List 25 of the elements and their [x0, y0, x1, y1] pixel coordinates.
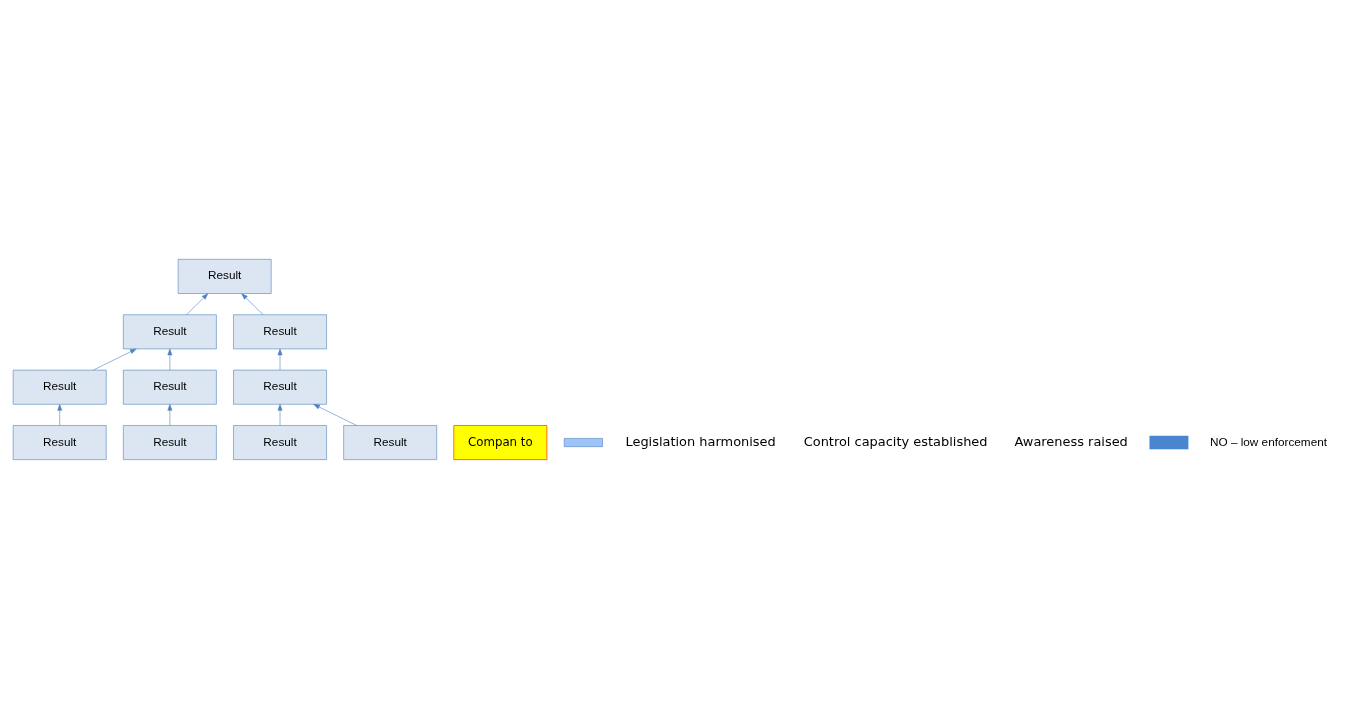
node-box: Result	[233, 369, 327, 405]
label: Control capacity established	[803, 433, 988, 449]
legend-label: NO – low enforcement	[1209, 434, 1328, 448]
node-box: Result	[343, 424, 437, 460]
label: Legislation harmonised	[625, 433, 776, 449]
label: Awareness raised	[1014, 433, 1128, 449]
arrow	[241, 292, 264, 315]
node-box: Compan to	[453, 424, 548, 460]
node-box: Result	[12, 424, 107, 460]
arrow	[313, 403, 357, 426]
arrow	[57, 403, 63, 426]
node-bar	[563, 437, 603, 447]
node-box: Result	[12, 369, 107, 405]
node-box: Result	[123, 313, 217, 349]
arrow	[277, 348, 283, 370]
arrow	[93, 348, 137, 370]
arrow	[186, 292, 209, 315]
node-box: Result	[123, 424, 217, 460]
node-box: Result	[177, 258, 272, 294]
arrow	[167, 403, 173, 426]
arrow	[277, 403, 283, 426]
node-box: Result	[233, 424, 327, 460]
node-box: Result	[233, 313, 327, 349]
arrow	[167, 348, 173, 370]
node-box: Result	[123, 369, 217, 405]
